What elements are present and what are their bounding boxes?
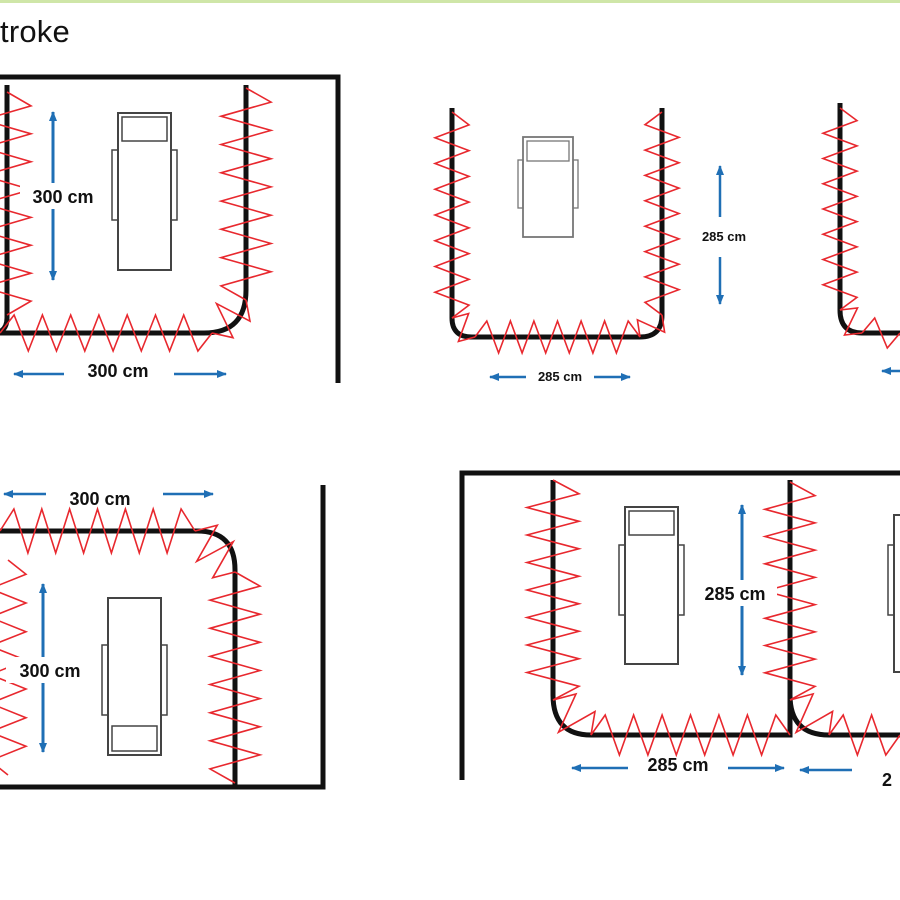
- width-dimension-label: 285 cm: [647, 755, 708, 775]
- height-dimension-label: 285 cm: [704, 584, 765, 604]
- bed: [101, 597, 168, 756]
- width-dimension-label: 285 cm: [538, 369, 582, 384]
- height-dimension-label: 300 cm: [19, 661, 80, 681]
- heating-pipe: [550, 480, 793, 738]
- room-wall: [0, 74, 341, 383]
- room-wall: [459, 470, 900, 780]
- bed: [618, 506, 685, 665]
- bed: [517, 136, 579, 238]
- heating-pipe: [787, 694, 900, 738]
- room-wall: [0, 485, 326, 790]
- heating-coil: [523, 479, 900, 758]
- layout-bottom-left: 300 cm 300 cm: [0, 485, 326, 790]
- width-dimension-label: 300 cm: [69, 489, 130, 509]
- page-title: troke: [0, 14, 70, 49]
- bed: [111, 112, 178, 271]
- heating-pipe: [449, 108, 665, 340]
- layout-bottom-right: 285 cm 285 cm 2: [459, 470, 900, 790]
- height-dimension-label: 300 cm: [32, 187, 93, 207]
- layout-top-right: [820, 103, 900, 375]
- bed: [887, 514, 900, 673]
- height-dimension-label: 285 cm: [702, 229, 746, 244]
- heating-pipe: [0, 85, 249, 336]
- heating-pipe: [0, 528, 238, 787]
- header-accent-bar: [0, 0, 900, 3]
- heating-coil: [432, 111, 682, 356]
- width-dimension-label: 300 cm: [87, 361, 148, 381]
- heating-coil: [820, 107, 900, 350]
- layout-top-left: 300 cm 300 cm: [0, 74, 341, 383]
- heating-coil: [0, 87, 274, 354]
- partial-dimension-label: 2: [882, 770, 892, 790]
- layout-top-middle: 285 cm 285 cm: [432, 108, 746, 384]
